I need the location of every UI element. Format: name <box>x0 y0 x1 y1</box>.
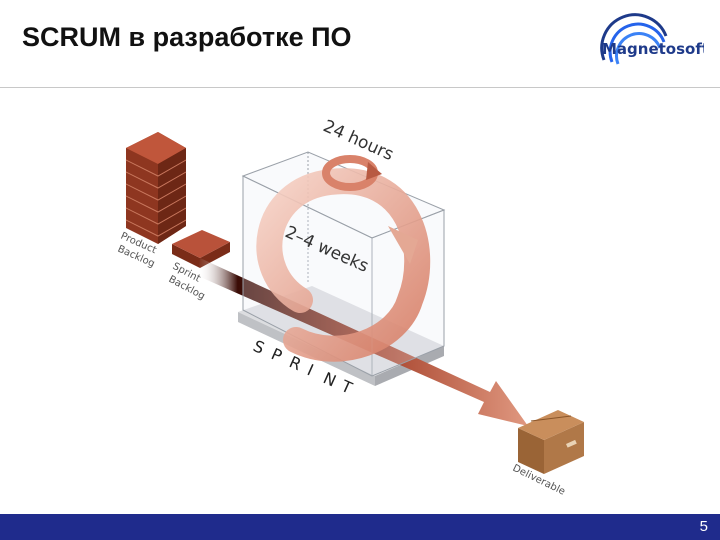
footer-bar: 5 <box>0 514 720 540</box>
daily-cycle-loop <box>322 155 382 191</box>
sprint-letter: R <box>286 352 304 374</box>
product-backlog-stack <box>125 132 187 244</box>
sprint-letter: T <box>337 376 355 398</box>
page-number: 5 <box>699 518 708 535</box>
sprint-letter: S <box>250 336 267 357</box>
logo-rings <box>600 13 668 65</box>
sprint-letter: N <box>320 368 339 390</box>
sprint-cycle-loop <box>256 168 431 362</box>
header-divider <box>0 87 720 88</box>
sprint-letter: P <box>268 344 285 365</box>
scrum-diagram: Product Backlog Sprint Backlog 24 hours … <box>116 116 584 498</box>
deliverable-box <box>518 410 584 474</box>
slide-title: SCRUM в разработке ПО <box>22 22 352 52</box>
company-logo: Magnetosoft <box>600 13 704 65</box>
logo-text: Magnetosoft <box>602 40 704 58</box>
sprint-letter: I <box>304 360 316 379</box>
